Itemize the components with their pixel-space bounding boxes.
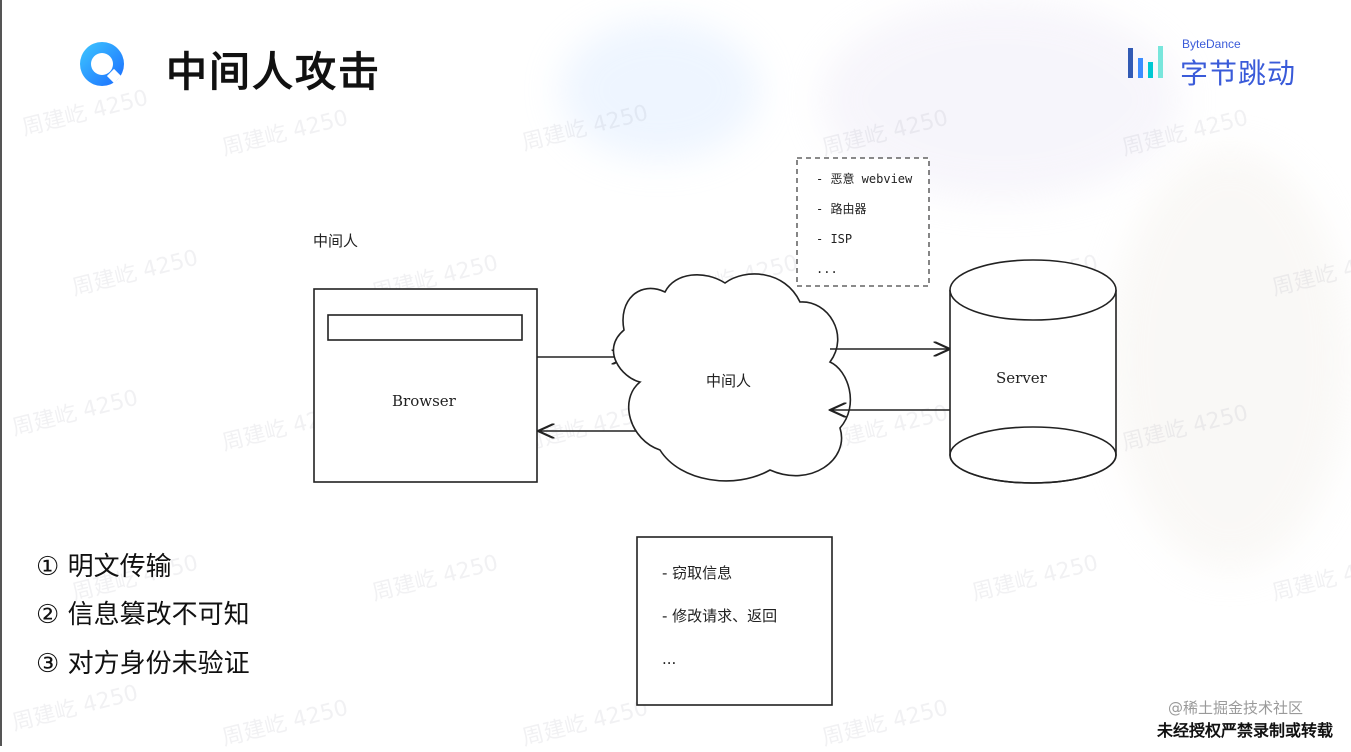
brand-name-en: ByteDance — [1182, 37, 1241, 51]
copyright-notice: 未经授权严禁录制或转载 — [1156, 721, 1333, 740]
point-identity-unverified: ③ 对方身份未验证 — [36, 649, 250, 679]
mitm-source-item: - 路由器 — [816, 201, 866, 216]
mitm-sources-box — [796, 157, 930, 287]
server-cylinder-top — [949, 259, 1117, 321]
point-plaintext: ① 明文传输 — [36, 552, 172, 582]
browser-address-bar — [327, 314, 523, 341]
mitm-source-item: - 恶意 webview — [816, 171, 913, 186]
mitm-capability-item: - 窃取信息 — [662, 564, 732, 582]
server-label: Server — [996, 369, 1048, 387]
browser-caption: 中间人 — [313, 232, 358, 250]
mitm-cloud — [612, 273, 852, 482]
quickly-o-logo-icon — [80, 42, 124, 86]
point-tamper-undetectable: ② 信息篡改不可知 — [36, 600, 250, 630]
frame-border — [0, 0, 2, 746]
brand-name-zh: 字节跳动 — [1180, 57, 1297, 90]
server-cylinder-bottom — [949, 426, 1117, 484]
background-decoration — [560, 20, 760, 160]
browser-label: Browser — [392, 392, 457, 410]
community-watermark: @稀土掘金技术社区 — [1168, 699, 1304, 717]
mitm-capability-item: ... — [662, 650, 676, 668]
bytedance-bars-icon — [1128, 46, 1163, 78]
mitm-label: 中间人 — [706, 372, 751, 390]
page-title: 中间人攻击 — [166, 48, 381, 96]
mitm-source-item: ... — [816, 262, 838, 276]
background-decoration — [1110, 150, 1350, 570]
mitm-capabilities-box — [636, 536, 833, 706]
mitm-capability-item: - 修改请求、返回 — [662, 607, 777, 625]
mitm-source-item: - ISP — [816, 232, 852, 246]
